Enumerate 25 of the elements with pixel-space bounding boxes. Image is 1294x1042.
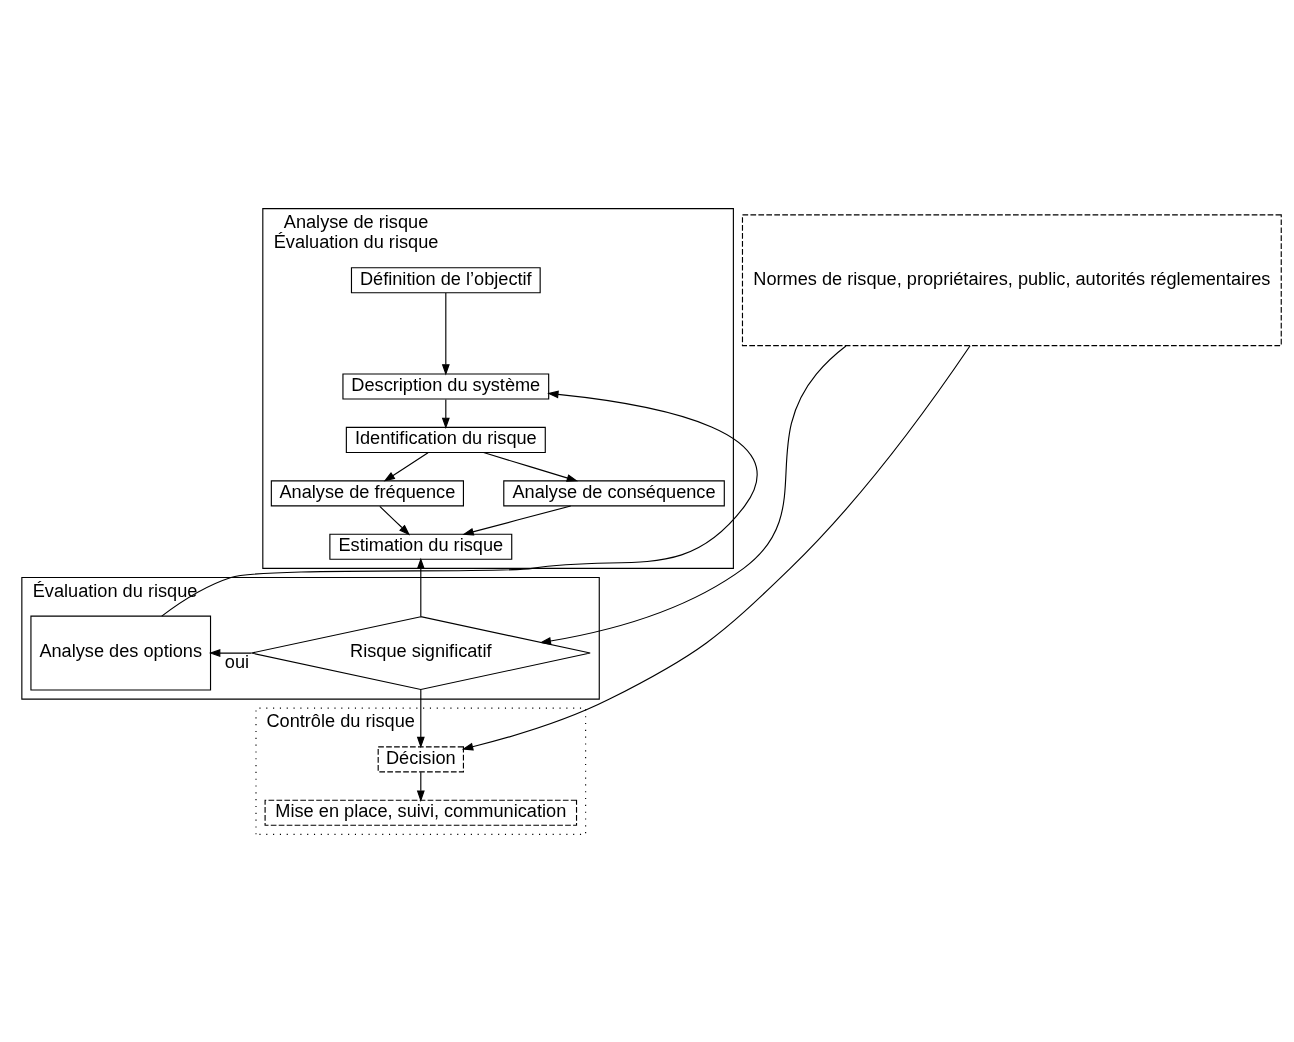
arrow — [539, 344, 847, 645]
arrow — [416, 771, 425, 802]
node-box: Analyse de conséquence — [503, 479, 725, 506]
arrow — [208, 648, 252, 657]
node-box: Analyse de fréquence — [270, 479, 464, 506]
arrow — [483, 451, 579, 482]
edge-label: oui — [224, 651, 250, 672]
node-box: Définition de l’objectif — [350, 266, 541, 293]
node-box: Description du système — [342, 372, 550, 400]
arrow — [461, 344, 971, 751]
arrow — [383, 451, 429, 482]
node-box: Mise en place, suivi, communication — [264, 799, 578, 826]
arrow — [441, 398, 450, 429]
node-box: Analyse des options — [30, 615, 212, 691]
node-diamond: Risque significatif — [250, 615, 591, 690]
node-box: Décision — [377, 745, 464, 772]
arrow — [161, 389, 758, 617]
arrow — [462, 504, 572, 536]
arrow — [416, 557, 425, 617]
arrow — [416, 688, 425, 748]
node-box: Normes de risque, propriétaires, public, autorités réglementaires — [741, 213, 1282, 346]
node-box: Identification du risque — [345, 426, 546, 453]
arrow — [379, 505, 411, 535]
node-box: Estimation du risque — [329, 533, 513, 560]
arrow — [441, 291, 450, 376]
